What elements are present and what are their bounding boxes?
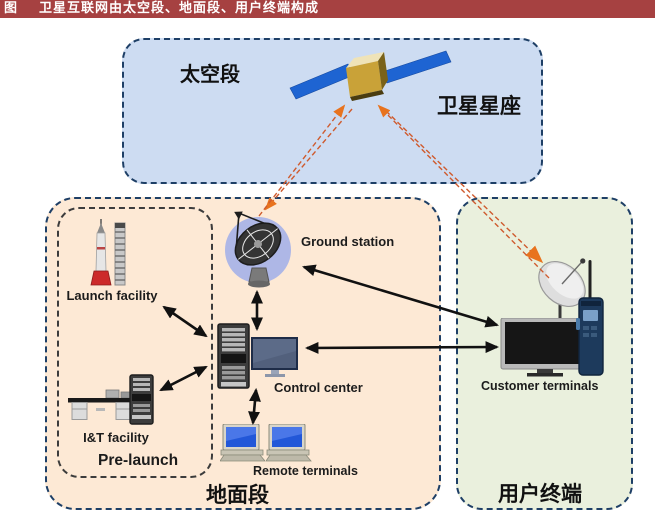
tv-icon — [500, 318, 590, 377]
remote-terminals-label: Remote terminals — [253, 464, 358, 478]
ground-station-icon — [225, 211, 291, 288]
it-facility-label: I&T facility — [83, 430, 149, 445]
customer-terminals-label: Customer terminals — [481, 379, 599, 393]
user-segment-label: 用户终端 — [498, 483, 582, 506]
constellation-label: 卫星星座 — [437, 95, 521, 118]
remote-pc-icon — [220, 424, 266, 462]
control-center-label: Control center — [274, 380, 363, 395]
space-segment-label: 太空段 — [180, 64, 240, 86]
figure-tag: 图 — [4, 1, 18, 16]
ground-segment-label: 地面段 — [206, 484, 269, 507]
ground-station-label: Ground station — [301, 234, 395, 249]
it-server-icon — [129, 374, 154, 425]
remote-pc-icon — [266, 424, 312, 462]
rocket-icon — [90, 219, 126, 286]
it-desk-icon — [68, 389, 136, 420]
control-monitor-icon — [251, 337, 298, 377]
satellite-icon — [289, 50, 452, 101]
figure-title-bar: 图 卫星互联网由太空段、地面段、用户终端构成 — [0, 0, 655, 18]
prelaunch-label: Pre-launch — [98, 452, 179, 469]
customer-dish-icon — [538, 258, 586, 322]
figure-title: 卫星互联网由太空段、地面段、用户终端构成 — [39, 1, 320, 16]
control-server-icon — [217, 323, 250, 389]
prelaunch-box — [57, 207, 213, 478]
walkie-talkie-icon — [576, 260, 604, 376]
launch-facility-label: Launch facility — [66, 288, 158, 303]
